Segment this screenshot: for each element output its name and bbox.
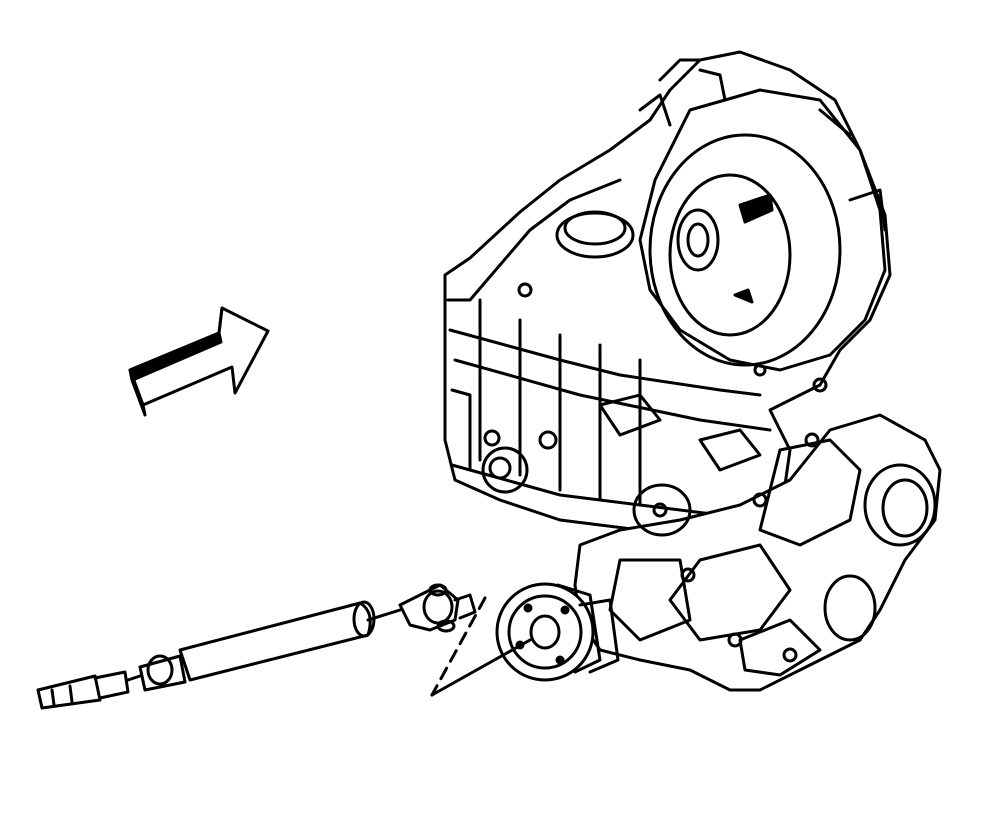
slip-yoke [36, 670, 142, 710]
torque-converter-bell-housing [638, 58, 887, 372]
transfer-case [573, 413, 942, 692]
alignment-lines [430, 596, 532, 697]
propeller-shaft [138, 600, 402, 692]
universal-joint [398, 583, 477, 633]
output-flange [495, 582, 620, 682]
direction-arrow-icon [128, 306, 270, 417]
